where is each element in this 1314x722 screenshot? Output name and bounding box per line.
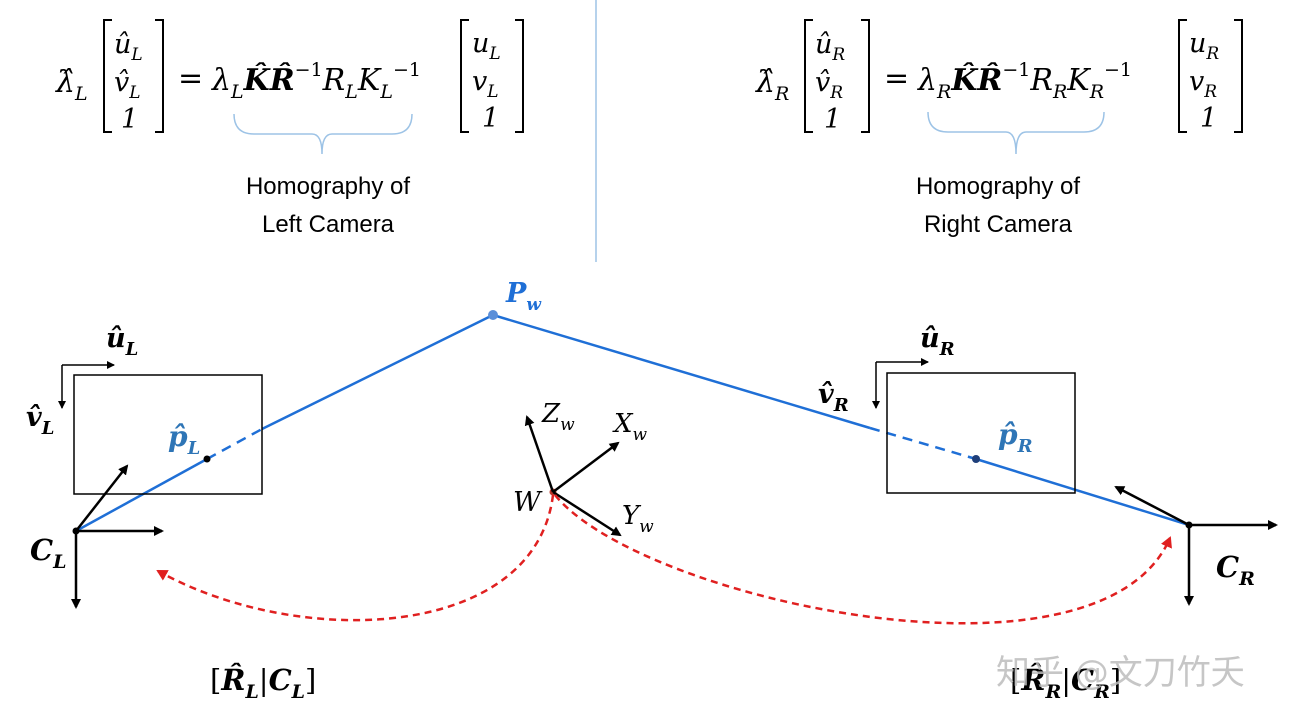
left-cam-axis-z [75, 464, 129, 532]
right-extrinsics-label: [R̂R|CR] [1010, 663, 1121, 703]
svg-text:vL: vL [472, 66, 499, 102]
extrinsic-arrow-left [156, 494, 555, 622]
ray-right-solid [975, 457, 1190, 527]
left-image-plane [73, 374, 263, 495]
left-v-label: v̂L [26, 402, 54, 439]
rhs-u: u [472, 28, 489, 59]
homography-brace-left [233, 113, 413, 155]
world-z-label: Zw [541, 399, 575, 435]
r-hat: R̂ [269, 63, 295, 98]
svg-text:vR: vR [1189, 66, 1217, 102]
rhs-bracket-left [1178, 19, 1187, 133]
caption-left-line2: Left Camera [262, 211, 395, 238]
left-pixel-label: p̂L [168, 420, 200, 459]
extrinsic-arrow-right [554, 494, 1172, 625]
world-point-label: Pw [505, 278, 542, 315]
left-u-label: ûL [106, 323, 138, 360]
right-pixel-label: p̂R [998, 418, 1033, 457]
svg-text:1: 1 [824, 104, 841, 135]
ray-right-dashed [869, 426, 977, 461]
ray-left-dashed [206, 427, 263, 461]
equals-sign: = [178, 61, 203, 96]
left-equation: λ̂L ûL v̂L 1 = λLK̂R̂−1RLKL−1 uL vL 1 Ho… [55, 19, 524, 238]
world-point-dot [488, 310, 498, 320]
lhs-bracket-right [861, 19, 870, 133]
svg-text:v̂L: v̂L [114, 67, 141, 103]
rhs-bracket-right [515, 19, 524, 133]
world-y-label: Yw [622, 501, 654, 537]
right-image-plane [886, 372, 1076, 494]
left-camera-label: CL [30, 533, 66, 573]
rhs-bracket-right [1234, 19, 1243, 133]
world-x-axis [552, 441, 620, 493]
lhs-bracket-left [103, 19, 112, 133]
ray-left-outer [261, 313, 494, 431]
right-equation: λ̂R ûR v̂R 1 = λRK̂R̂−1RRKR−1 uR vR 1 Ho… [755, 19, 1243, 238]
lhs-bracket-left [804, 19, 813, 133]
caption-right-line1: Homography of [916, 173, 1080, 200]
lambda-sub: L [74, 83, 88, 105]
svg-text:uL: uL [472, 28, 501, 64]
ray-right-outer [492, 313, 871, 430]
left-extrinsics-label: [R̂L|CL] [210, 663, 316, 703]
rhs-bracket-left [460, 19, 469, 133]
lhs-one: 1 [121, 104, 138, 135]
lhs-v-hat: v̂ [114, 67, 129, 98]
left-pixel-dot [203, 455, 211, 463]
right-camera-label: CR [1216, 550, 1255, 590]
rhs-lambda: λ [211, 63, 231, 98]
k-matrix: K [357, 63, 382, 98]
rhs-v: v [472, 66, 487, 97]
right-cam-axis-z [1114, 485, 1190, 527]
caption-left-line1: Homography of [246, 173, 410, 200]
world-origin-label: W [513, 487, 543, 518]
svg-text:λLK̂R̂−1RLKL−1: λLK̂R̂−1RLKL−1 [211, 59, 421, 103]
rhs-one: 1 [482, 103, 499, 134]
svg-text:λRK̂R̂−1RRKR−1: λRK̂R̂−1RRKR−1 [917, 59, 1132, 103]
lhs-bracket-right [155, 19, 164, 133]
svg-text:1: 1 [1200, 103, 1217, 134]
svg-text:ûR: ûR [815, 29, 845, 65]
caption-right-line2: Right Camera [924, 211, 1073, 238]
svg-text:λ̂R: λ̂R [755, 65, 789, 105]
watermark: 知乎 @文刀竹夭 [996, 653, 1245, 693]
right-u-label: ûR [920, 323, 955, 360]
svg-text:=: = [884, 61, 909, 96]
right-v-label: v̂R [818, 379, 849, 416]
world-z-axis [524, 415, 555, 493]
world-x-label: Xw [612, 409, 648, 445]
world-y-axis [552, 490, 622, 537]
lambda-hat: λ̂ [55, 65, 75, 100]
svg-text:uR: uR [1189, 28, 1219, 64]
ray-left-solid [75, 457, 208, 533]
lhs-u-hat: û [114, 29, 131, 60]
right-pixel-dot [972, 455, 980, 463]
k-hat: K̂ [243, 63, 272, 98]
svg-text:ûL: ûL [114, 29, 143, 65]
svg-text:v̂R: v̂R [815, 67, 843, 103]
svg-text:λ̂L: λ̂L [55, 65, 88, 105]
homography-brace-right [927, 111, 1105, 155]
lhs-v-sub: L [128, 83, 140, 103]
r-matrix: R [322, 63, 346, 98]
lhs-u-sub: L [130, 45, 142, 65]
